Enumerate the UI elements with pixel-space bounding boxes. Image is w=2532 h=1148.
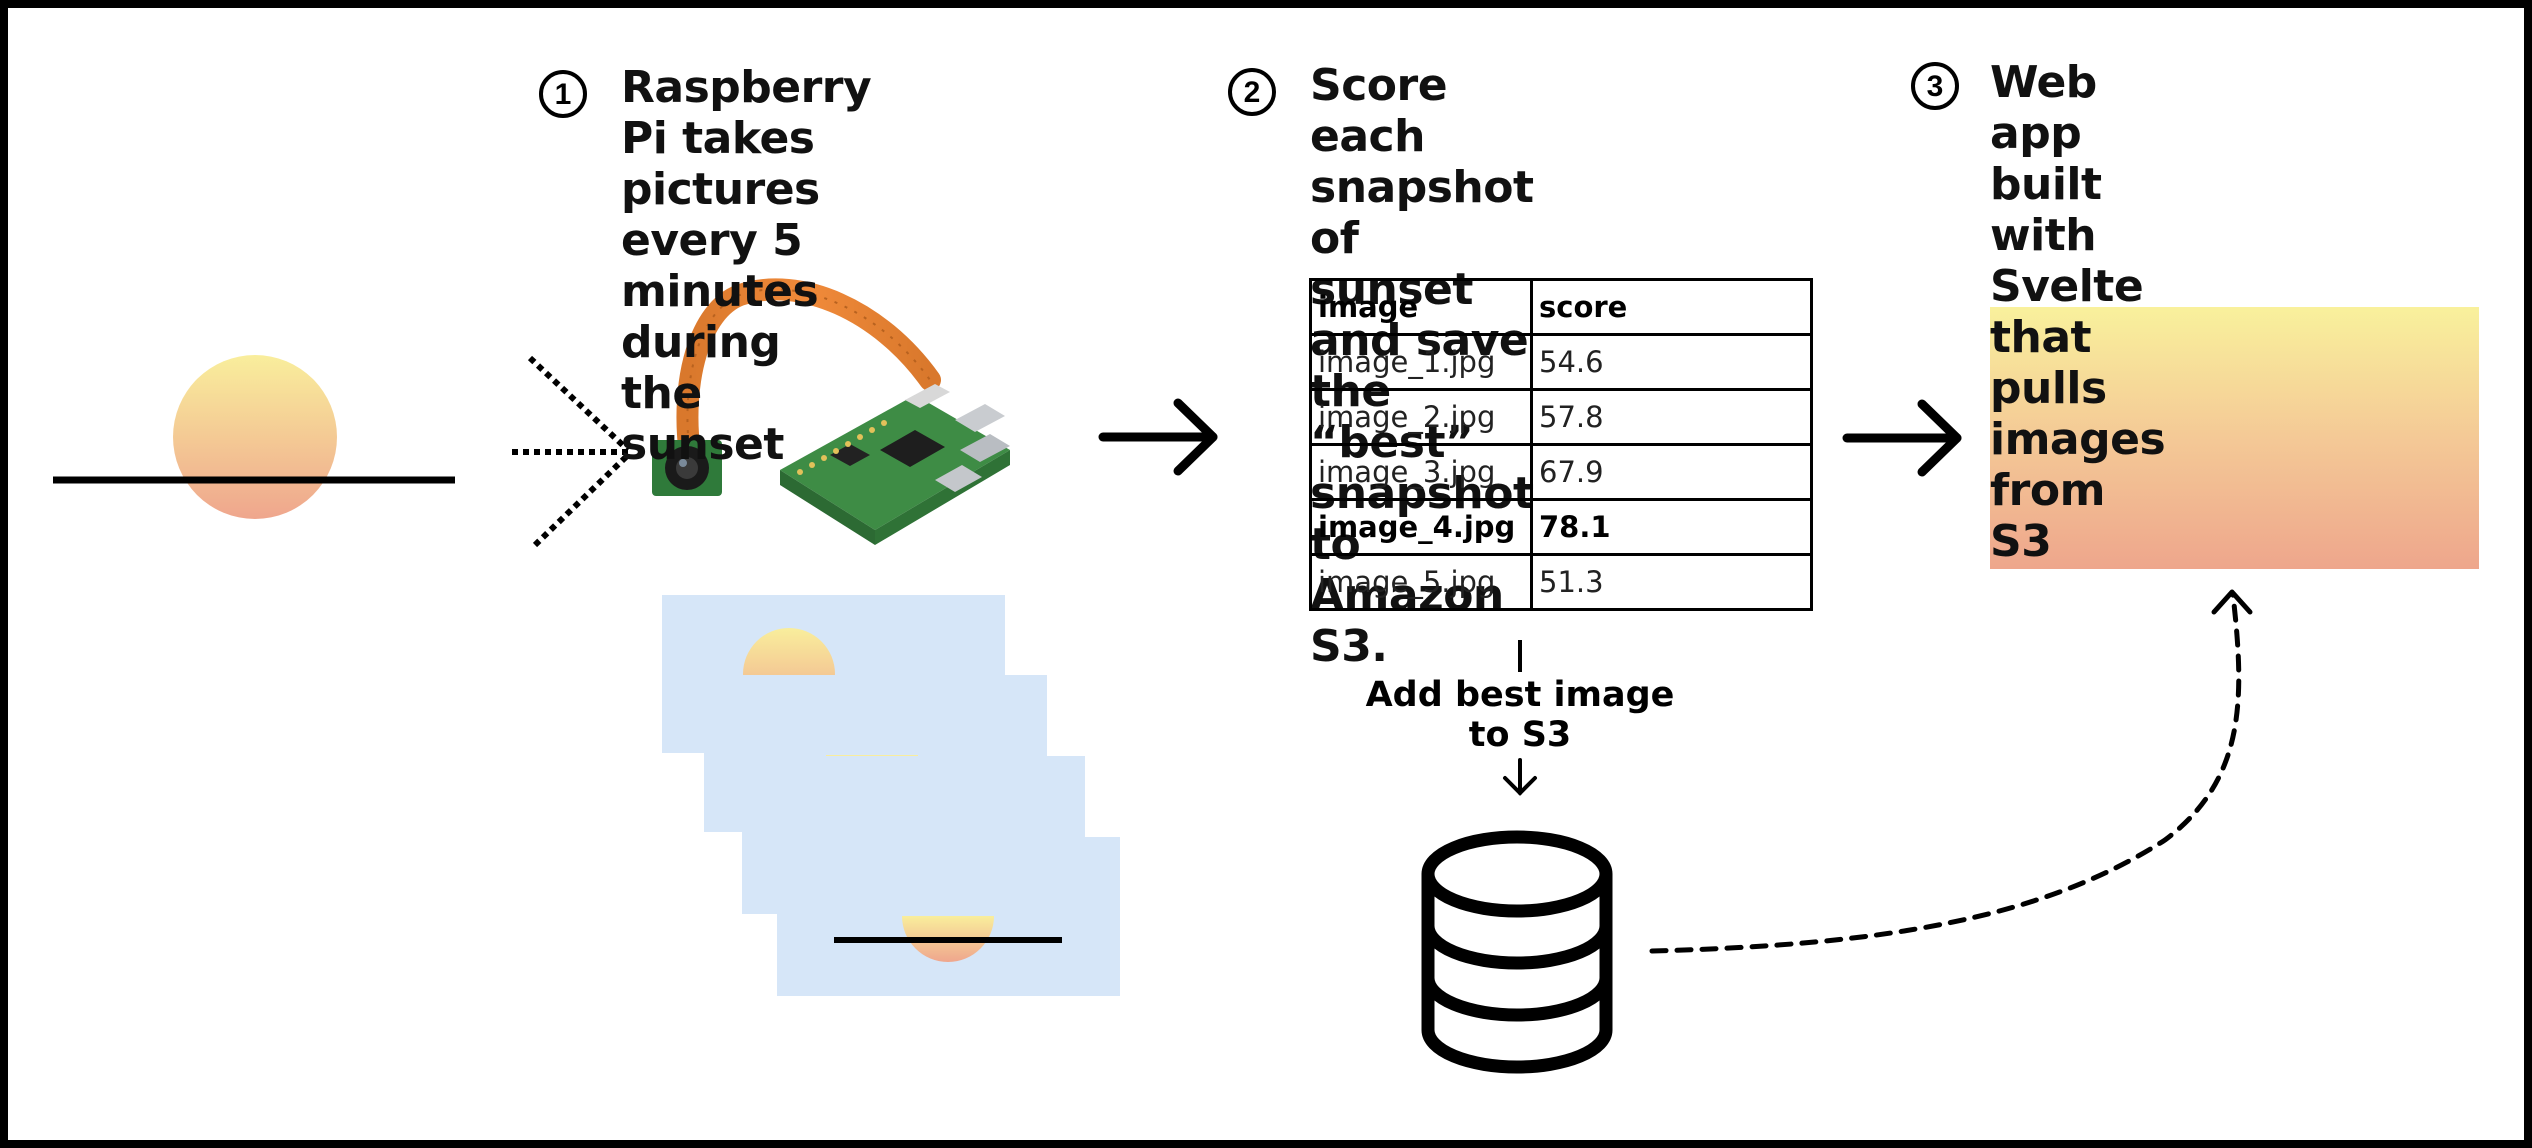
- step-1-title: Raspberry Pi takes pictures every 5 minu…: [621, 62, 872, 470]
- cell-score: 67.9: [1530, 443, 1813, 501]
- table-row: image_1.jpg 54.6: [1309, 333, 1813, 391]
- cell-score: 57.8: [1530, 388, 1813, 446]
- arrow-down-icon: [1503, 758, 1537, 796]
- table-row: image_5.jpg 51.3: [1309, 553, 1813, 611]
- table-row: image_2.jpg 57.8: [1309, 388, 1813, 446]
- snapshot-stack-icon: [662, 595, 1120, 996]
- cell-image: image_1.jpg: [1309, 333, 1533, 391]
- table-row-best: image_4.jpg 78.1: [1309, 498, 1813, 556]
- column-header-image: image: [1309, 278, 1533, 336]
- snapshot-4: [777, 837, 1120, 996]
- cell-image: image_2.jpg: [1309, 388, 1533, 446]
- camera-rays-icon: [512, 355, 631, 548]
- step-number-badge: 2: [1228, 68, 1276, 116]
- cell-score: 51.3: [1530, 553, 1813, 611]
- score-table: image score image_1.jpg 54.6 image_2.jpg…: [1309, 278, 1813, 611]
- cell-score: 78.1: [1530, 498, 1813, 556]
- cell-image: image_5.jpg: [1309, 553, 1533, 611]
- cell-image: image_4.jpg: [1309, 498, 1533, 556]
- arrow-right-icon: [1098, 398, 1218, 476]
- table-header-row: image score: [1309, 278, 1813, 336]
- cell-score: 54.6: [1530, 333, 1813, 391]
- sunset-icon: [53, 355, 455, 519]
- step-3-title: Web app built with Svelte that pulls ima…: [1990, 57, 2166, 567]
- column-header-score: score: [1530, 278, 1813, 336]
- table-row: image_3.jpg 67.9: [1309, 443, 1813, 501]
- step-number-badge: 1: [539, 70, 587, 118]
- raspberry-pi-camera-photo: [652, 278, 1010, 545]
- upload-step-label: Add best image to S3: [1365, 675, 1675, 755]
- cell-image: image_3.jpg: [1309, 443, 1533, 501]
- step-number-badge: 3: [1911, 62, 1959, 110]
- database-icon: [1421, 830, 1613, 1074]
- arrow-right-icon-2: [1842, 399, 1962, 477]
- web-app-gradient-preview: [1990, 307, 2479, 569]
- dashed-curve-arrow-icon: [1649, 589, 2253, 954]
